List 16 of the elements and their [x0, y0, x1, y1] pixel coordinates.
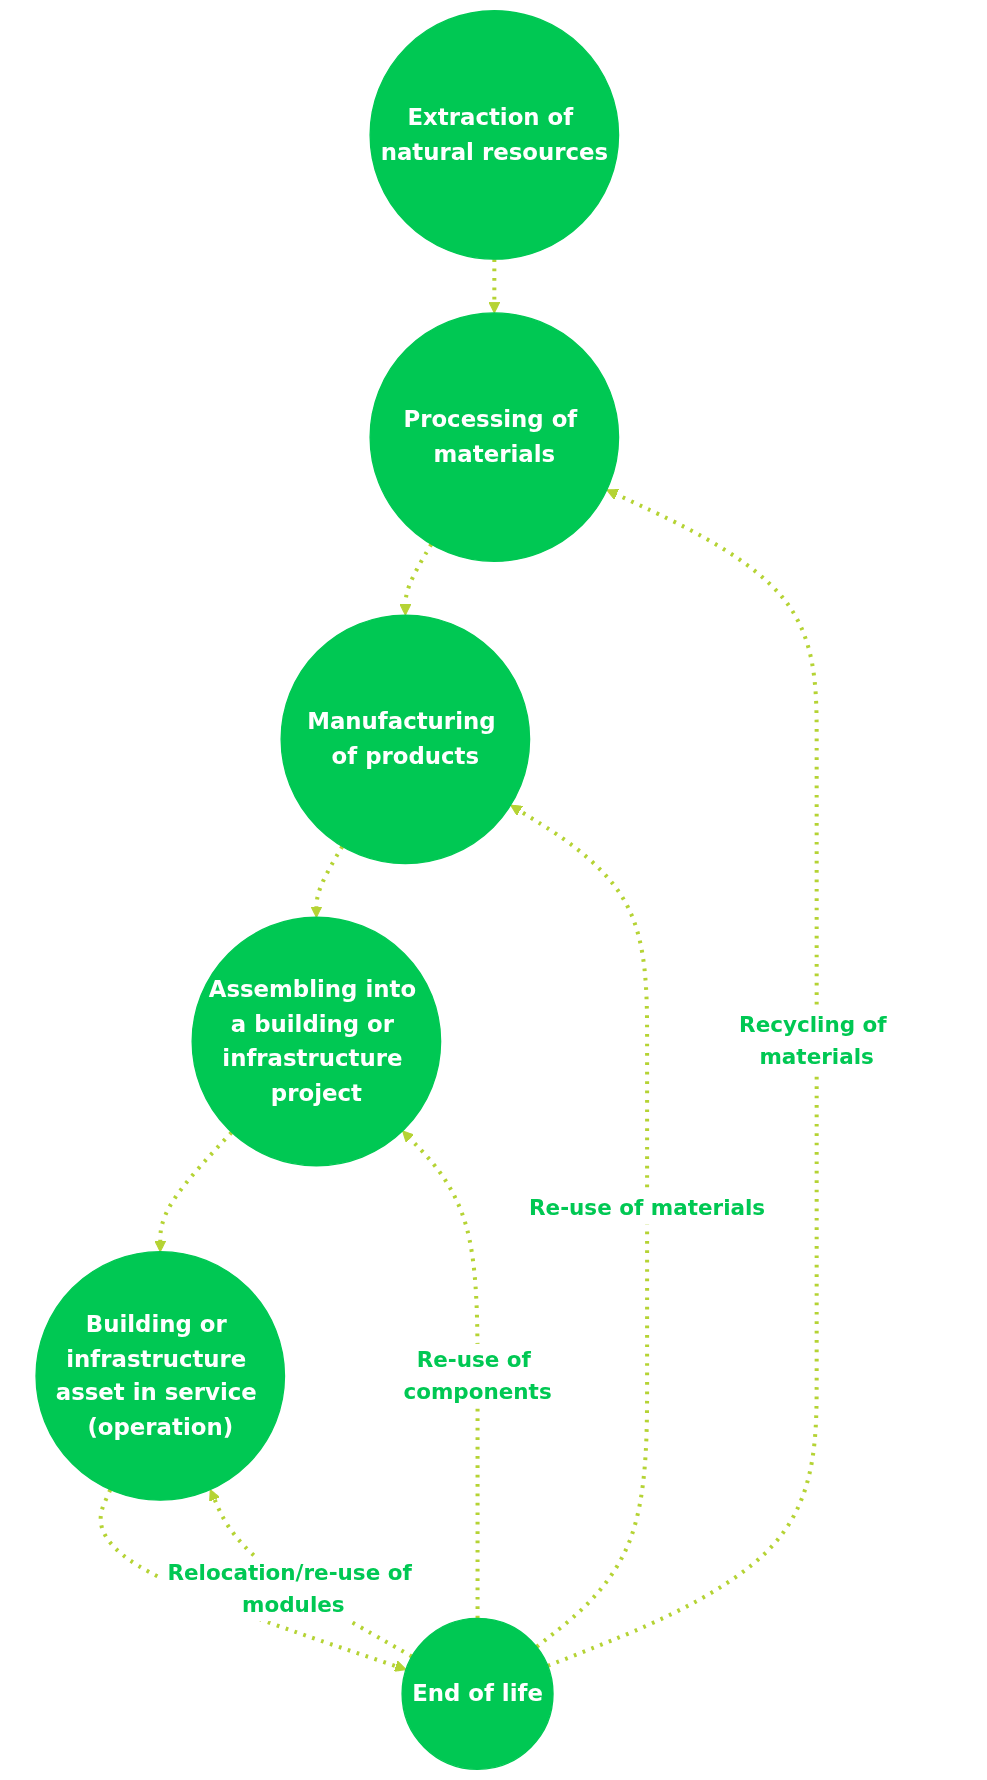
node-circle: Building or infrastructure asset in service (operation) [35, 1251, 286, 1501]
node-circle: End of life [401, 1617, 554, 1770]
arrow [154, 1130, 234, 1253]
arrow [488, 259, 501, 314]
edge-label: Relocation/re-use of modules [167, 1559, 412, 1618]
edge-label: Re-use of components [403, 1346, 552, 1405]
edge-label: Recycling of materials [739, 1011, 887, 1070]
arrow [399, 543, 434, 616]
edge-label: Re-use of materials [529, 1195, 766, 1221]
node-circle: Assembling into a building or infrastructure project [191, 916, 442, 1167]
arrow [510, 804, 650, 1649]
node-circle: Processing of materials [369, 312, 620, 563]
node-circle: Manufacturing of products [280, 614, 531, 865]
arrow [310, 845, 345, 918]
arrow [402, 1130, 480, 1619]
node-circle: Extraction of natural resources [369, 10, 620, 260]
